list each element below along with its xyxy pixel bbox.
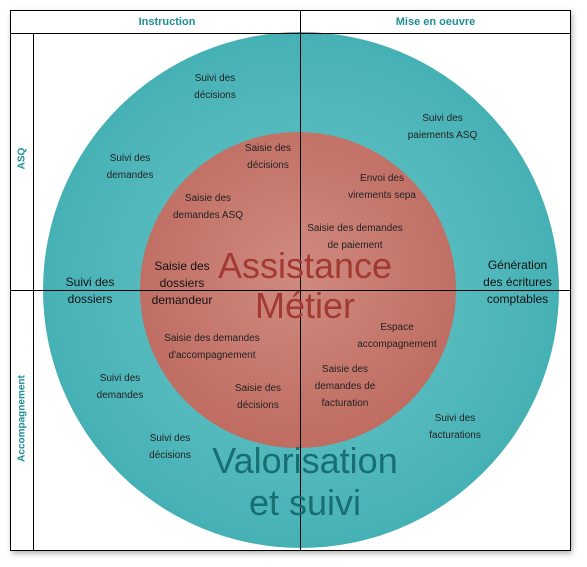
- label-saisie-demandes-asq: Saisie des demandes ASQ: [172, 193, 244, 221]
- title-valorisation-suivi: Valorisation et suivi: [212, 440, 398, 523]
- row-header-asq: ASQ: [16, 147, 28, 170]
- label-saisie-demandes-paiement: Saisie des demandes de paiement: [307, 223, 403, 251]
- label-saisie-decisions-bottom: Saisie des décisions: [234, 383, 282, 411]
- label-saisie-dossiers-demandeur: Saisie des dossiers demandeur: [151, 259, 213, 307]
- label-suivi-dossiers: Suivi des dossiers: [65, 275, 115, 306]
- label-suivi-paiements: Suivi des paiements ASQ: [407, 113, 478, 141]
- label-saisie-demandes-accompagnement: Saisie des demandes d'accompagnement: [164, 333, 260, 361]
- column-header-mise-en-oeuvre: Mise en oeuvre: [395, 16, 476, 28]
- label-envoi-virements: Envoi des virements sepa: [348, 173, 416, 201]
- label-generation-ecritures: Génération des écritures comptables: [483, 258, 552, 306]
- label-saisie-demandes-facturation: Saisie des demandes de facturation: [314, 364, 376, 409]
- label-suivi-demandes-acc: Suivi des demandes: [96, 373, 144, 401]
- label-suivi-decisions-top: Suivi des décisions: [194, 73, 236, 101]
- grid-lines: [10, 10, 571, 551]
- label-suivi-facturations: Suivi des facturations: [429, 413, 481, 441]
- label-suivi-demandes-asq: Suivi des demandes: [106, 153, 154, 181]
- label-suivi-decisions-bottom: Suivi des décisions: [149, 433, 191, 461]
- label-espace-accompagnement: Espace accompagnement: [357, 322, 437, 350]
- title-assistance-metier: Assistance Métier: [217, 245, 393, 326]
- row-header-accompagnement: Accompagnement: [16, 375, 28, 462]
- column-header-instruction: Instruction: [138, 16, 196, 28]
- label-saisie-decisions-top: Saisie des décisions: [244, 143, 292, 171]
